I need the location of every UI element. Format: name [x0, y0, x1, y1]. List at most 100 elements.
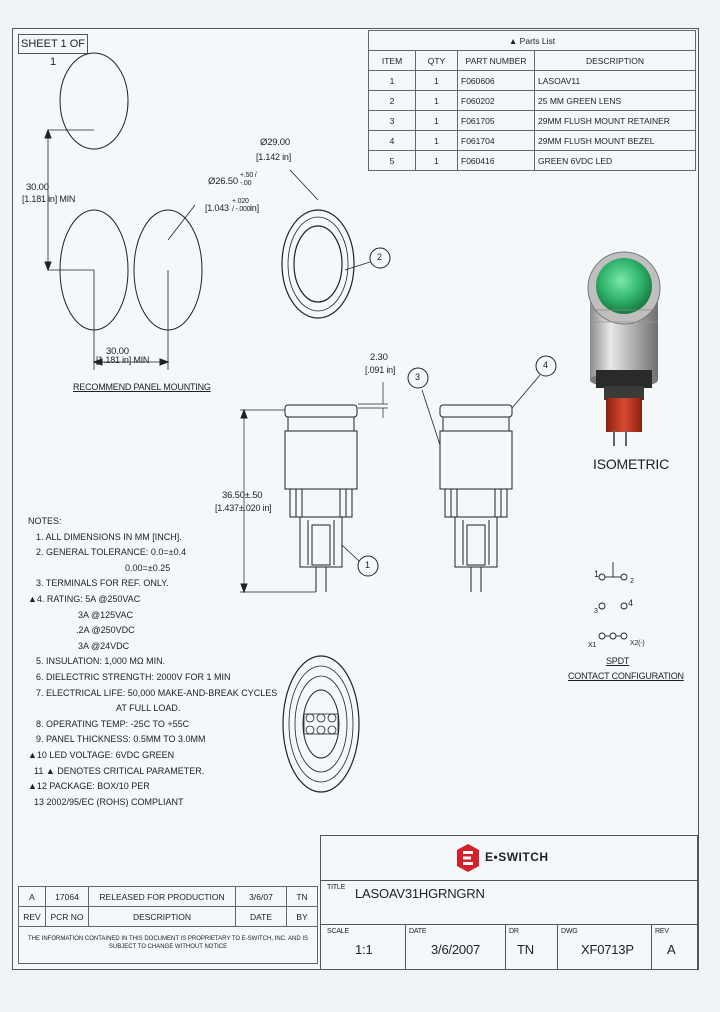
note-2b: 0.00=±0.25	[125, 562, 171, 573]
note-11: 11 ▲ DENOTES CRITICAL PARAMETER.	[34, 765, 205, 776]
rev-value: A	[18, 886, 46, 907]
title-label: TITLE	[327, 884, 346, 891]
contact-x1: X1	[588, 642, 597, 649]
balloon-1-label: 1	[365, 560, 370, 570]
part-item: 5	[368, 150, 416, 171]
balloon-3-label: 3	[415, 372, 420, 382]
sheet-label: SHEET 1 OF 1	[18, 34, 88, 68]
drawing-title: LASOAV31HGRNGRN	[355, 886, 485, 901]
dim-hole-tol: +.50 / -.00	[240, 172, 257, 187]
dim-horizontal: 30.00	[106, 346, 129, 357]
contact-diagram	[598, 562, 628, 640]
note-4: ▲4. RATING: 5A @250VAC	[28, 593, 141, 604]
front-dim: Ø29.00	[260, 137, 290, 148]
scale-value: 1:1	[355, 942, 373, 957]
panel-mounting-label: RECOMMEND PANEL MOUNTING	[73, 382, 211, 392]
contact-2: 2	[630, 578, 634, 585]
note-2: 2. GENERAL TOLERANCE: 0.0=±0.4	[36, 547, 187, 558]
desc-header: DESCRIPTION	[88, 906, 236, 927]
date-value: 3/6/2007	[431, 942, 481, 957]
dim-height: 36.50±.50	[222, 490, 263, 501]
part-number: F060416	[457, 150, 535, 171]
bottom-view-drawing	[282, 655, 360, 793]
panel-mounting-drawing	[44, 52, 203, 370]
contact-config-label: CONTACT CONFIGURATION	[568, 671, 684, 681]
date-header: DATE	[235, 906, 287, 927]
pcr-value: 17064	[45, 886, 89, 907]
dim-hole-in-tol: +.020 / -.000	[232, 198, 251, 213]
logo-text: E•SWITCH	[485, 850, 549, 864]
balloon-2-label: 2	[377, 252, 382, 262]
note-9: 9. PANEL THICKNESS: 0.5MM TO 3.0MM	[36, 734, 206, 745]
title-block: E•SWITCH TITLE LASOAV31HGRNGRN SCALE 1:1…	[320, 835, 698, 970]
pcr-header: PCR NO	[45, 906, 89, 927]
part-desc: GREEN 6VDC LED	[534, 150, 696, 171]
dim-height-in: [1.437±.020 in]	[215, 503, 272, 513]
rev-desc-value: RELEASED FOR PRODUCTION	[88, 886, 236, 907]
dim-hole-in: [1.043	[205, 203, 229, 213]
balloon-4	[535, 355, 557, 377]
bezel-outer	[281, 209, 355, 319]
eswitch-logo-icon	[457, 844, 479, 872]
dim-thick: 2.30	[370, 352, 388, 363]
rev-value-tb: A	[667, 942, 676, 957]
balloon-2	[369, 247, 391, 269]
parts-list-table: ▲ Parts List ITEM QTY PART NUMBER DESCRI…	[368, 30, 696, 171]
note-7: 7. ELECTRICAL LIFE: 50,000 MAKE-AND-BREA…	[36, 687, 278, 698]
panel-hole-top	[59, 52, 129, 150]
notes-title: NOTES:	[28, 516, 62, 526]
note-1: 1. ALL DIMENSIONS IN MM [INCH].	[36, 531, 182, 542]
table-row: A 17064 RELEASED FOR PRODUCTION 3/6/07 T…	[18, 886, 318, 907]
drawing-sheet	[12, 28, 699, 970]
lens-outline	[293, 225, 343, 303]
date-label: DATE	[409, 928, 427, 935]
dim-thick-in: [.091 in]	[365, 365, 396, 375]
rev-header: REV	[18, 906, 46, 927]
balloon-1	[357, 555, 379, 577]
isometric-render	[587, 251, 661, 446]
dim-hole: Ø26.50	[208, 176, 238, 187]
side-view-left	[240, 382, 388, 594]
contact-1: 1	[594, 569, 599, 579]
front-dim-in: [1.142 in]	[256, 152, 292, 162]
note-4d: 3A @24VDC	[78, 640, 130, 651]
contact-3: 3	[594, 608, 598, 615]
table-row: REV PCR NO DESCRIPTION DATE BY	[18, 906, 318, 927]
dim-hole-in-end: in]	[250, 203, 259, 213]
spdt-label: SPDT	[606, 656, 630, 666]
revision-table: A 17064 RELEASED FOR PRODUCTION 3/6/07 T…	[18, 886, 318, 927]
dim-horizontal-in: [1.181 in] MIN	[96, 355, 150, 365]
note-12: ▲12 PACKAGE: BOX/10 PER	[28, 781, 150, 792]
front-view-drawing	[281, 169, 391, 319]
note-3: 3. TERMINALS FOR REF. ONLY.	[36, 578, 169, 589]
rev-by-value: TN	[286, 886, 318, 907]
dwg-label: DWG	[561, 928, 578, 935]
contact-x2: X2(-)	[630, 640, 645, 647]
note-7b: AT FULL LOAD.	[116, 703, 181, 714]
dim-vertical: 30.00	[26, 182, 49, 193]
note-5: 5. INSULATION: 1,000 MΩ MIN.	[36, 656, 166, 667]
dr-value: TN	[517, 942, 534, 957]
isometric-label: ISOMETRIC	[593, 456, 669, 472]
notes-block: NOTES: 1. ALL DIMENSIONS IN MM [INCH]. 2…	[28, 514, 277, 810]
rev-label: REV	[655, 928, 669, 935]
note-8: 8. OPERATING TEMP: -25C TO +55C	[36, 718, 190, 729]
rev-date-value: 3/6/07	[235, 886, 287, 907]
contact-4: 4	[628, 598, 633, 608]
note-4c: .2A @250VDC	[76, 625, 135, 636]
balloon-3	[407, 367, 429, 389]
disclaimer: THE INFORMATION CONTAINED IN THIS DOCUME…	[18, 926, 318, 964]
by-header: BY	[286, 906, 318, 927]
green-lens	[596, 258, 652, 314]
dim-vertical-in: [1.181 in] MIN	[22, 194, 76, 204]
side-view-right	[407, 355, 557, 592]
balloon-4-label: 4	[543, 360, 548, 370]
scale-label: SCALE	[327, 928, 349, 935]
note-6: 6. DIELECTRIC STRENGTH: 2000V FOR 1 MIN	[36, 671, 231, 682]
dwg-value: XF0713P	[581, 942, 634, 957]
